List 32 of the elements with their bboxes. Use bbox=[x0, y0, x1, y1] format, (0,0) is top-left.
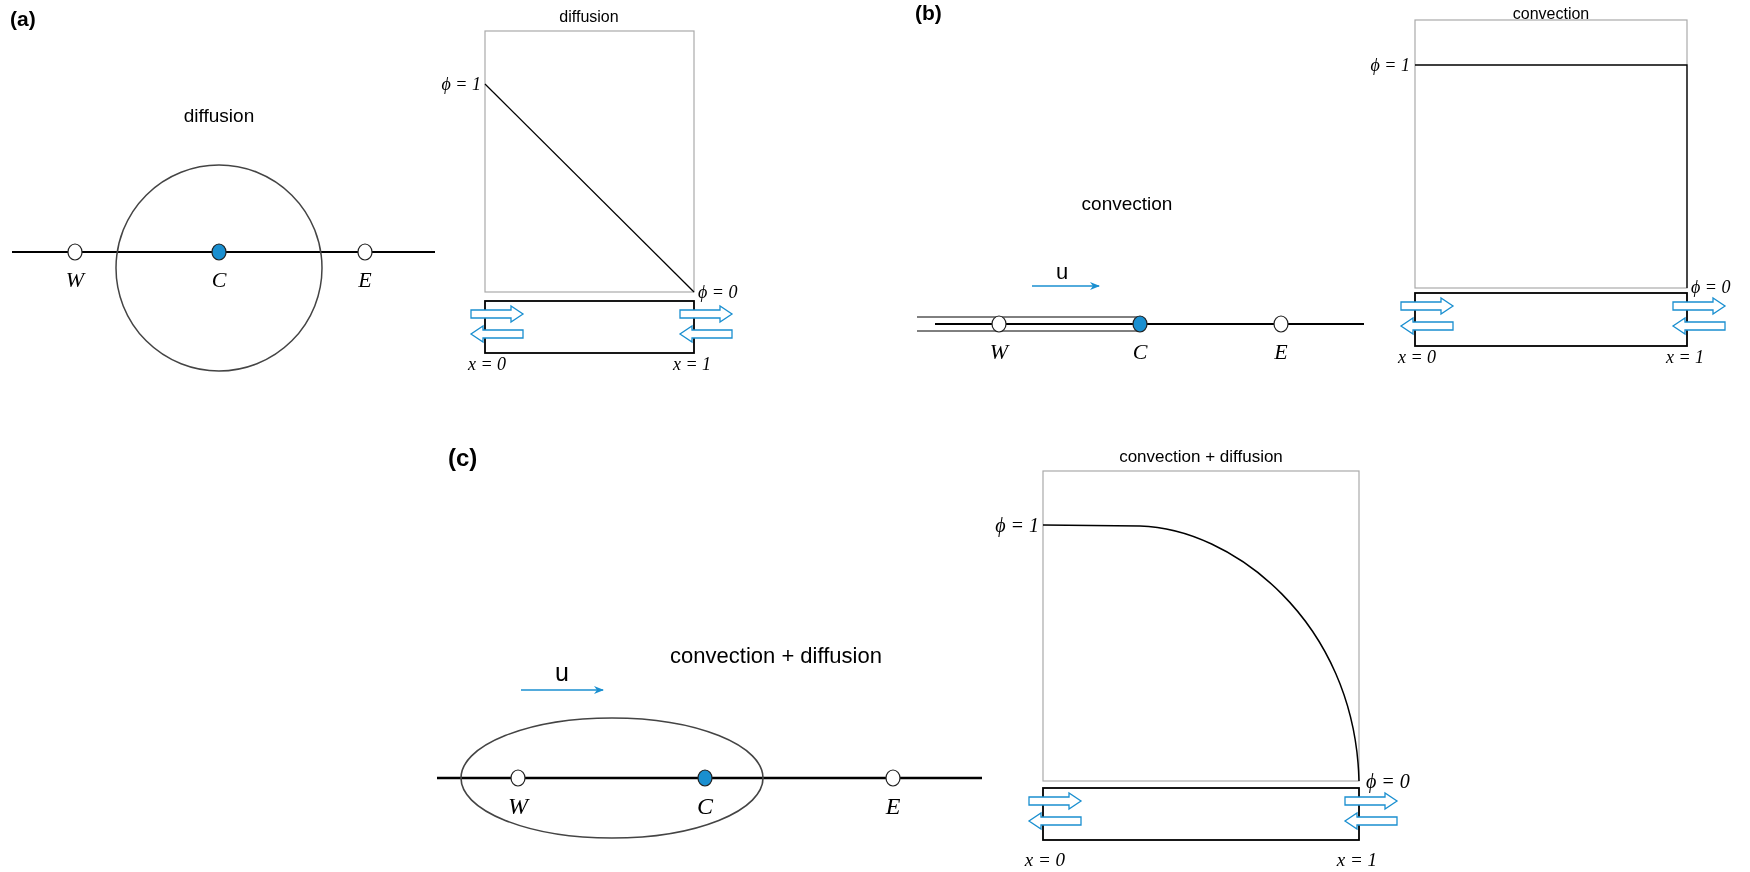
axis-label: x = 1 bbox=[1336, 849, 1378, 869]
node-label: C bbox=[211, 269, 227, 291]
node-label: E bbox=[885, 794, 901, 818]
axis-label: x = 0 bbox=[1397, 348, 1437, 366]
axis-label: ϕ = 0 bbox=[1366, 771, 1410, 791]
node-label: E bbox=[358, 269, 372, 291]
stencil-label: diffusion bbox=[183, 105, 255, 125]
plot-title: convection + diffusion bbox=[1119, 447, 1283, 465]
velocity-label: u bbox=[1055, 261, 1069, 283]
node-label: W bbox=[508, 794, 528, 818]
axis-label: ϕ = 1 bbox=[995, 515, 1039, 535]
stencil-label: convection bbox=[1081, 193, 1173, 213]
stencil-label: convection + diffusion bbox=[670, 645, 882, 667]
node-label: W bbox=[989, 341, 1009, 363]
panel-label: (b) bbox=[915, 2, 942, 23]
node-label: C bbox=[697, 794, 713, 818]
axis-label: ϕ = 0 bbox=[698, 283, 738, 301]
axis-label: x = 0 bbox=[467, 355, 507, 373]
axis-label: ϕ = 1 bbox=[1370, 56, 1410, 74]
axis-label: x = 1 bbox=[672, 355, 712, 373]
axis-label: ϕ = 1 bbox=[441, 75, 481, 93]
velocity-label: u bbox=[555, 659, 569, 685]
axis-label: x = 1 bbox=[1665, 348, 1705, 366]
plot-title: diffusion bbox=[559, 9, 619, 25]
node-label: C bbox=[1132, 341, 1148, 363]
plot-title: convection bbox=[1512, 6, 1590, 22]
axis-label: ϕ = 0 bbox=[1691, 278, 1731, 296]
axis-label: x = 0 bbox=[1024, 849, 1066, 869]
panel-label: (a) bbox=[10, 8, 36, 29]
node-label: W bbox=[65, 269, 85, 291]
node-label: E bbox=[1274, 341, 1288, 363]
panel-label: (c) bbox=[448, 446, 478, 470]
